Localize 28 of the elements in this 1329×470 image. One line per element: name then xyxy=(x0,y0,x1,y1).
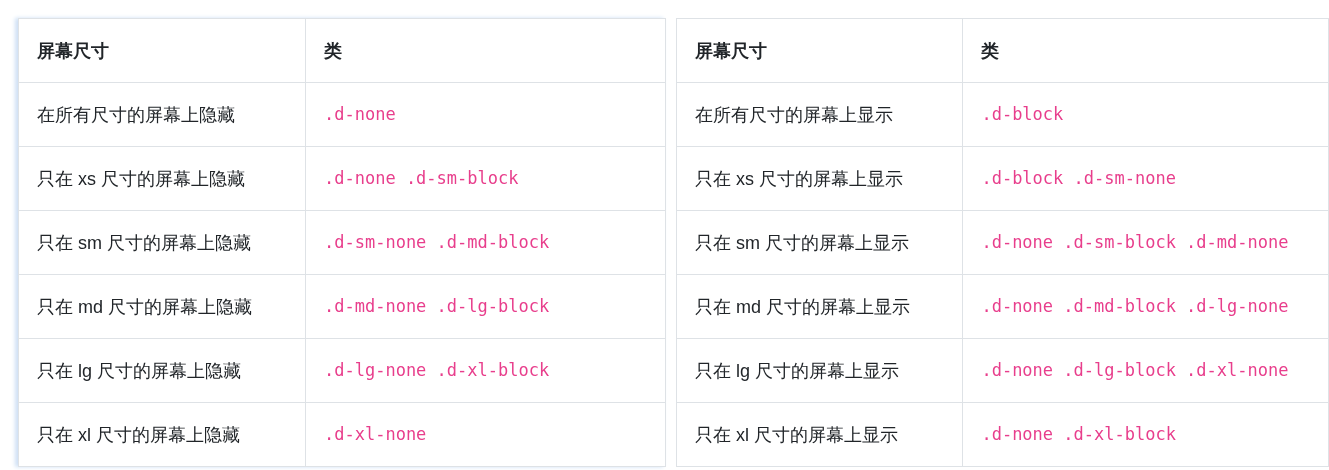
row-label: 只在 sm 尺寸的屏幕上隐藏 xyxy=(37,232,251,253)
class-name: .d-sm-none .d-md-block xyxy=(324,232,550,252)
row-label: 只在 xl 尺寸的屏幕上显示 xyxy=(695,424,898,445)
class-name: .d-none .d-xl-block xyxy=(981,424,1176,444)
column-header: 屏幕尺寸 xyxy=(695,40,767,61)
row-label: 只在 sm 尺寸的屏幕上显示 xyxy=(695,232,909,253)
row-label: 在所有尺寸的屏幕上隐藏 xyxy=(37,104,235,125)
row-label: 只在 lg 尺寸的屏幕上显示 xyxy=(695,360,899,381)
row-label: 只在 xl 尺寸的屏幕上隐藏 xyxy=(37,424,240,445)
class-name: .d-lg-none .d-xl-block xyxy=(324,360,550,380)
class-name: .d-none .d-lg-block .d-xl-none xyxy=(981,360,1289,380)
class-name: .d-none .d-md-block .d-lg-none xyxy=(981,296,1289,316)
class-name: .d-md-none .d-lg-block xyxy=(324,296,550,316)
column-header: 屏幕尺寸 xyxy=(37,40,109,61)
class-name: .d-xl-none xyxy=(324,424,427,444)
class-name: .d-none .d-sm-block xyxy=(324,168,519,188)
row-label: 只在 md 尺寸的屏幕上隐藏 xyxy=(37,296,252,317)
row-label: 只在 xs 尺寸的屏幕上隐藏 xyxy=(37,168,245,189)
row-label: 只在 md 尺寸的屏幕上显示 xyxy=(695,296,910,317)
class-name: .d-none .d-sm-block .d-md-none xyxy=(981,232,1289,252)
column-header: 类 xyxy=(324,40,342,61)
row-label: 只在 xs 尺寸的屏幕上显示 xyxy=(695,168,903,189)
class-name: .d-block xyxy=(981,104,1064,124)
row-label: 在所有尺寸的屏幕上显示 xyxy=(695,104,893,125)
row-label: 只在 lg 尺寸的屏幕上隐藏 xyxy=(37,360,241,381)
class-name: .d-block .d-sm-none xyxy=(981,168,1176,188)
class-name: .d-none xyxy=(324,104,396,124)
column-header: 类 xyxy=(981,40,1000,61)
